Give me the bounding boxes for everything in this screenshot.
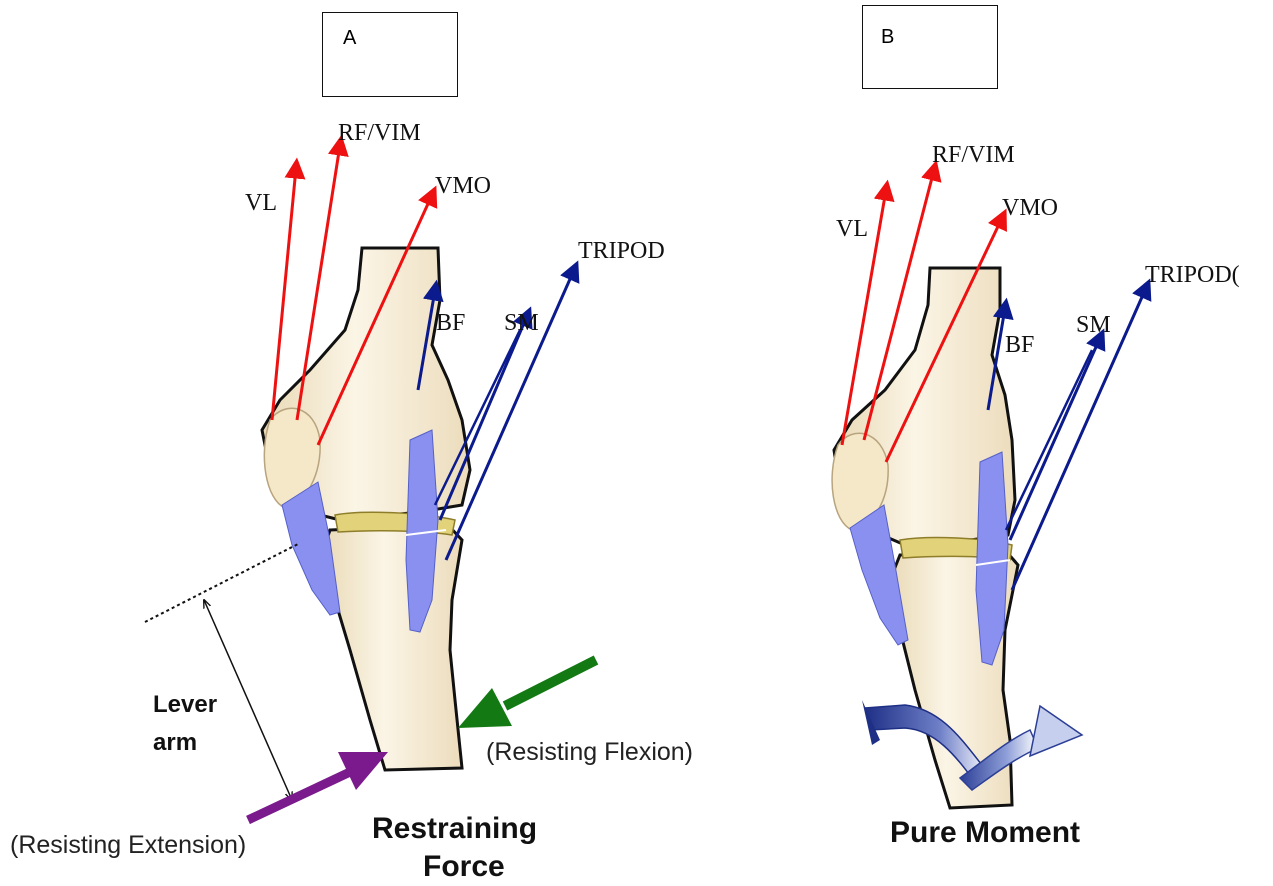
tripod-label-b: TRIPOD( — [1145, 262, 1240, 288]
lever-arm-label-line2: arm — [153, 729, 197, 756]
sm-label: SM — [504, 310, 539, 336]
panel-b-letter: B — [881, 26, 894, 49]
vmo-label-b: VMO — [1002, 195, 1058, 221]
extension-force-arrow — [248, 752, 388, 820]
panel-a-letter: A — [343, 27, 356, 50]
lever-arm-reference-line — [145, 543, 300, 622]
rf-vim-label-b: RF/VIM — [932, 142, 1015, 168]
pure-moment-label: Pure Moment — [890, 816, 1080, 849]
panel-b: VL RF/VIM VMO TRIPOD( SM BF Pure Moment — [832, 142, 1240, 849]
flexion-force-arrow — [458, 660, 596, 728]
restraining-force-label-line2: Force — [423, 850, 505, 883]
panel-a: VL RF/VIM VMO TRIPOD SM BF Lever arm (Re… — [10, 120, 693, 883]
tripod-label: TRIPOD — [578, 238, 665, 264]
bf-label: BF — [436, 310, 465, 336]
vl-label: VL — [245, 190, 277, 216]
sm-force-arrow-b — [1010, 338, 1100, 540]
lever-arm-label-line1: Lever — [153, 691, 217, 718]
bf-label-b: BF — [1005, 332, 1034, 358]
resisting-flexion-label: (Resisting Flexion) — [486, 738, 693, 766]
rf-vim-label: RF/VIM — [338, 120, 421, 146]
panel-b-label-box: B — [862, 5, 998, 89]
collateral-ligament-right-b — [976, 452, 1008, 665]
lever-arm-dimension-arrow — [204, 600, 292, 800]
sm-label-b: SM — [1076, 312, 1111, 338]
vl-label-b: VL — [836, 216, 868, 242]
tibia-bone — [320, 525, 462, 770]
vmo-label: VMO — [435, 173, 491, 199]
resisting-extension-label: (Resisting Extension) — [10, 831, 246, 859]
panel-a-label-box: A — [322, 12, 458, 97]
restraining-force-label-line1: Restraining — [372, 812, 537, 845]
